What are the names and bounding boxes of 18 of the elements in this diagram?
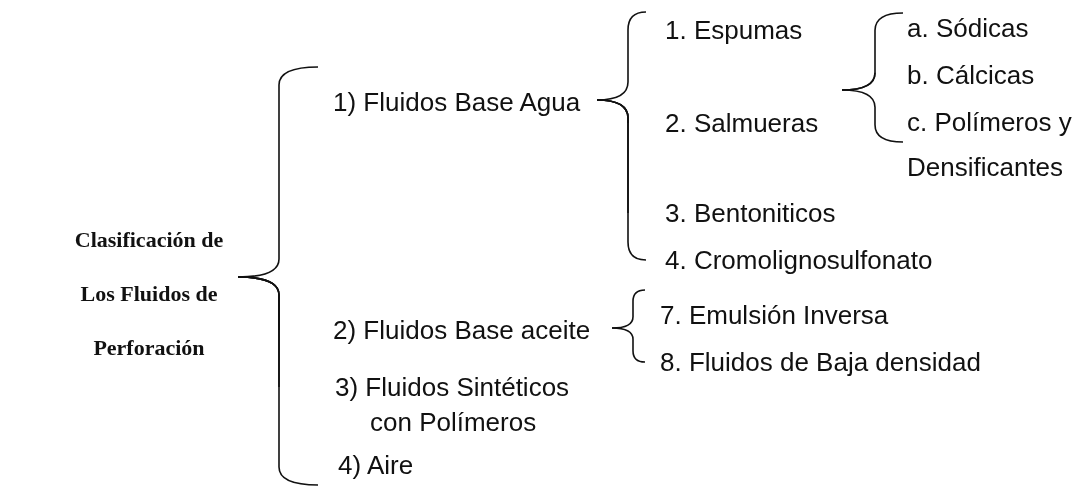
brace-line bbox=[237, 276, 319, 486]
category-text: 7. Emulsión Inversa bbox=[634, 300, 889, 330]
category-text: 4. Cromolignosulfonato bbox=[629, 245, 933, 275]
category-text: 1) Fluidos Base Agua bbox=[280, 87, 600, 117]
category-text: 8. Fluidos de Baja densidad bbox=[634, 347, 981, 377]
heading-text: Clasificación de Los Fluidos de Perforación bbox=[60, 213, 238, 375]
category-text: 2. Salmueras bbox=[629, 108, 845, 138]
category-text: 3. Bentoniticos bbox=[629, 198, 836, 228]
category-text: 4) Aire bbox=[280, 450, 414, 480]
brace-line bbox=[611, 327, 646, 363]
category-text: a. Sódicas bbox=[876, 13, 1029, 43]
category-text: b. Cálcicas bbox=[876, 60, 1035, 90]
category-text: 3) Fluidos Sintéticos con Polímeros bbox=[280, 369, 600, 440]
category-text: c. Polímeros y Densificantes bbox=[876, 99, 1079, 190]
category-text: 2) Fluidos Base aceite bbox=[280, 315, 615, 345]
brace-line bbox=[841, 89, 904, 143]
category-text: 1. Espumas bbox=[629, 15, 803, 45]
brace-line bbox=[596, 99, 647, 261]
